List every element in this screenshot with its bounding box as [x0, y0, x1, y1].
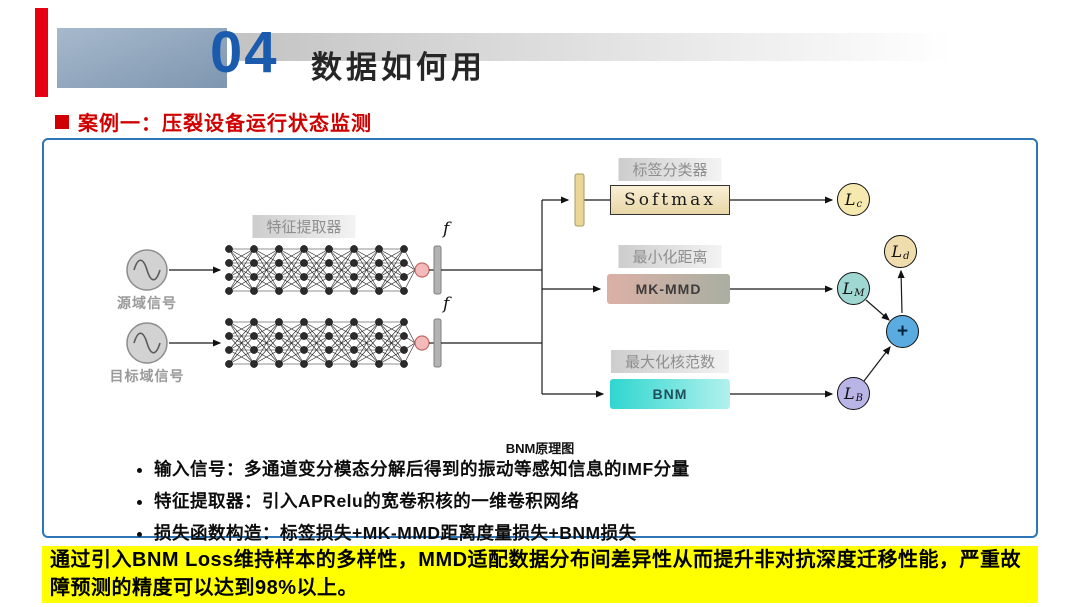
source-signal-label: 源域信号	[117, 295, 177, 311]
case-title: 案例一：压裂设备运行状态监测	[78, 113, 372, 135]
section-number: 04	[210, 20, 279, 85]
loss-c-subscript: c	[856, 198, 863, 210]
page-title: 数据如何用	[311, 50, 486, 85]
label-classifier-label: 标签分类器	[618, 158, 722, 181]
bnm-diagram: 特征提取器 标签分类器 最小化距离 最大化核范数 源域信号 目标域信号 f f …	[44, 144, 1036, 444]
bullet-input-signal: 输入信号：多通道变分模态分解后得到的振动等感知信息的IMF分量	[154, 456, 1014, 481]
plus-node: +	[886, 315, 919, 348]
loss-b-subscript: B	[855, 392, 863, 404]
bnm-box: BNM	[610, 379, 730, 409]
bullet-feature-extractor: 特征提取器：引入APRelu的宽卷积核的一维卷积网络	[154, 488, 1014, 513]
loss-c-letter: L	[844, 190, 856, 209]
conclusion-banner: 通过引入BNM Loss维持样本的多样性，MMD适配数据分布间差异性从而提升非对…	[42, 546, 1038, 603]
feature-symbol-bottom: f	[443, 294, 450, 314]
case-title-row: 案例一：压裂设备运行状态监测	[55, 107, 372, 136]
feature-extractor-label: 特征提取器	[252, 215, 356, 238]
feature-symbol-top: f	[443, 219, 450, 239]
loss-d-letter: L	[891, 242, 903, 261]
softmax-box: Softmax	[610, 185, 730, 215]
minimize-distance-label: 最小化距离	[618, 245, 722, 268]
mk-mmd-box: MK-MMD	[607, 274, 730, 304]
content-frame: 特征提取器 标签分类器 最小化距离 最大化核范数 源域信号 目标域信号 f f …	[42, 138, 1038, 543]
section-number-box	[57, 28, 227, 88]
bullet-loss-function: 损失函数构造：标签损失+MK-MMD距离度量损失+BNM损失	[154, 520, 1014, 545]
conclusion-text: 通过引入BNM Loss维持样本的多样性，MMD适配数据分布间差异性从而提升非对…	[50, 548, 1022, 599]
red-accent-bar	[35, 8, 48, 97]
bullet-list: 输入信号：多通道变分模态分解后得到的振动等感知信息的IMF分量 特征提取器：引入…	[44, 456, 1014, 552]
red-square-bullet-icon	[55, 114, 69, 129]
maximize-nuclear-norm-label: 最大化核范数	[610, 350, 730, 373]
loss-m-subscript: M	[854, 287, 865, 299]
loss-m-letter: L	[842, 279, 854, 298]
diagram-canvas	[126, 173, 905, 398]
loss-b-letter: L	[844, 384, 855, 403]
loss-d-subscript: d	[903, 250, 910, 262]
target-signal-label: 目标域信号	[109, 368, 185, 384]
header-band	[232, 33, 1080, 61]
diagram-caption: BNM原理图	[505, 441, 575, 456]
